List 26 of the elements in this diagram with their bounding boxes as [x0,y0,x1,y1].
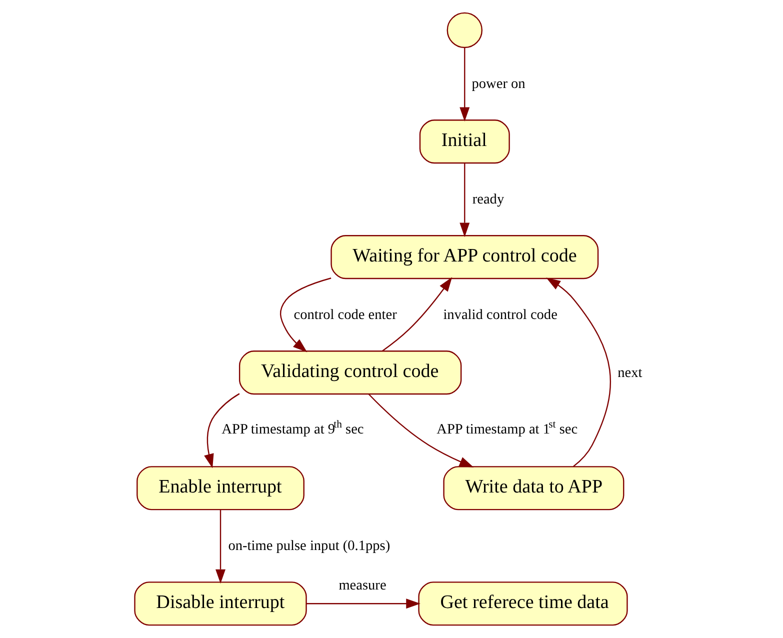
node-box: Initial [418,120,510,164]
arrow [459,47,470,122]
edge-label: on-time pulse input (0.1pps) [228,538,390,554]
node-box: Enable interrupt [136,466,304,510]
edge-label: APP timestamp at 1$^{st}$ sec [436,418,578,438]
node-box: Disable interrupt [134,582,306,626]
arrow [215,510,226,584]
arrow [204,393,240,468]
node-box: Validating control code [238,350,462,395]
edge-label: measure [338,577,386,594]
node-box: Waiting for APP control code [330,235,598,280]
edge-label: power on [471,76,525,92]
edge-label: APP timestamp at 9$^{th}$ sec [221,418,364,438]
arrow [279,278,331,352]
arrow [546,278,610,468]
node-box: Get referece time data [418,582,628,626]
arrow [306,598,420,609]
node-box: Write data to APP [442,466,624,510]
edge-label: invalid control code [442,307,557,324]
arrow [459,164,470,238]
arrow [381,277,452,352]
node-circle [446,12,482,48]
arrow [368,394,474,468]
edge-label: ready [472,192,504,208]
edge-label: control code enter [293,307,396,324]
edge-label: next [617,364,642,381]
